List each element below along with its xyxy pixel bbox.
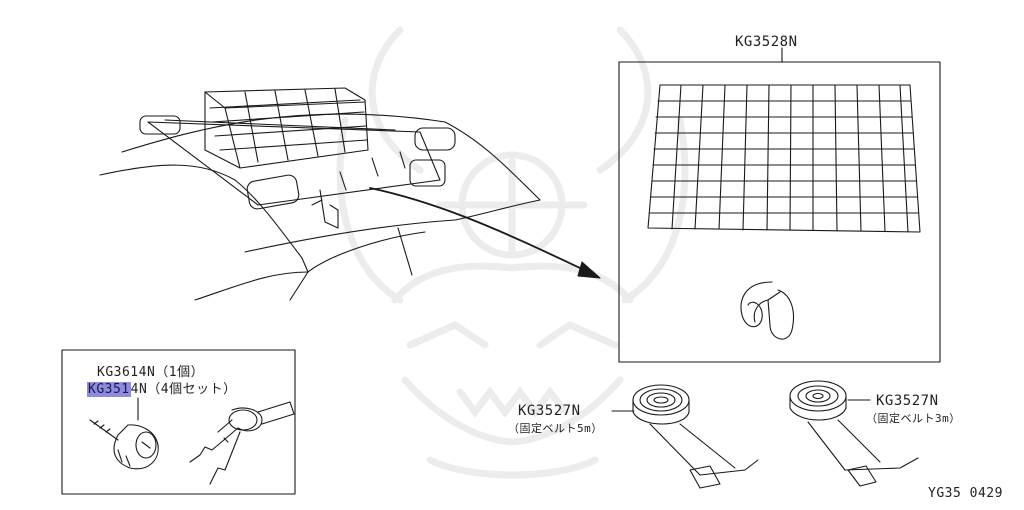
lock-set-rest: 4N（4個セット） [130, 382, 237, 397]
lock-set-label: KG3514N（4個セット） [87, 378, 237, 397]
belt-3m-desc-label: （固定ベルト3m） [866, 412, 961, 425]
lock-single-label: KG3614N（1個） [97, 365, 205, 380]
net-hook-clip [740, 281, 795, 340]
lock-set-highlight: KG351 [87, 382, 131, 397]
car-roof-with-carrier [99, 87, 541, 301]
watermark-logo [336, 26, 689, 479]
cargo-net [647, 84, 921, 233]
belt-3m-part-label: KG3527N [876, 393, 939, 409]
pointer-arrow [369, 187, 601, 279]
net-part-label: KG3528N [735, 34, 798, 50]
lock-detail-box [61, 349, 296, 495]
keys [189, 401, 295, 485]
belt-5m-part-label: KG3527N [518, 403, 581, 419]
belt-3m [789, 380, 919, 487]
net-detail-box [618, 61, 941, 363]
figure-code: YG35 0429 [928, 486, 1003, 501]
lock-cylinder [89, 419, 159, 470]
belt-5m-desc-label: （固定ベルト5m） [508, 422, 603, 435]
belt-5m [611, 384, 759, 489]
